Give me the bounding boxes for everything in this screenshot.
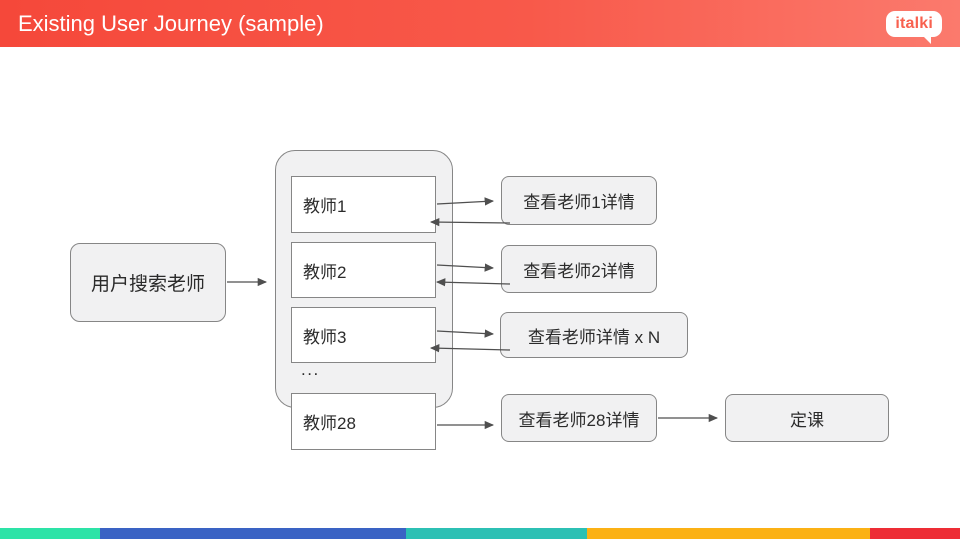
teacher-3-label: 教师3 <box>303 327 347 347</box>
view-teacher-1-details-label: 查看老师1详情 <box>523 193 635 212</box>
view-teacher-details-xn-box: 查看老师详情 x N <box>500 312 688 358</box>
user-search-label: 用户搜索老师 <box>90 274 205 295</box>
teacher-1-box: 教师1 <box>291 176 436 233</box>
view-teacher-2-details-label: 查看老师2详情 <box>523 261 635 281</box>
footer-color-bar <box>0 528 960 539</box>
view-teacher-2-details-box: 查看老师2详情 <box>501 245 657 293</box>
teacher-28-label: 教师28 <box>303 414 356 433</box>
view-teacher-details-xn-label: 查看老师详情 x N <box>527 327 661 347</box>
header-bar: Existing User Journey (sample) italki <box>0 0 960 47</box>
view-teacher-28-details-box: 查看老师28详情 <box>501 394 657 442</box>
view-teacher-1-details-box: 查看老师1详情 <box>501 176 657 225</box>
teacher-2-label: 教师2 <box>303 262 347 282</box>
user-search-box: 用户搜索老师 <box>70 243 226 322</box>
teacher-list-ellipsis: ... <box>301 360 320 379</box>
teacher-1-label: 教师1 <box>303 197 347 216</box>
view-teacher-28-details-label: 查看老师28详情 <box>518 410 640 430</box>
teacher-3-box: 教师3 <box>291 307 436 363</box>
footer-color-segment-red <box>870 528 960 539</box>
teacher-28-box: 教师28 <box>291 393 436 450</box>
teacher-2-box: 教师2 <box>291 242 436 298</box>
footer-color-segment-mint <box>0 528 100 539</box>
book-lesson-label: 定课 <box>790 410 824 430</box>
footer-color-segment-amber <box>587 528 870 539</box>
italki-logo-bubble-icon: italki <box>886 10 942 37</box>
book-lesson-box: 定课 <box>725 394 889 442</box>
italki-logo: italki <box>886 10 942 37</box>
footer-color-segment-teal <box>406 528 587 539</box>
footer-color-segment-blue <box>100 528 406 539</box>
page-title: Existing User Journey (sample) <box>18 10 324 36</box>
